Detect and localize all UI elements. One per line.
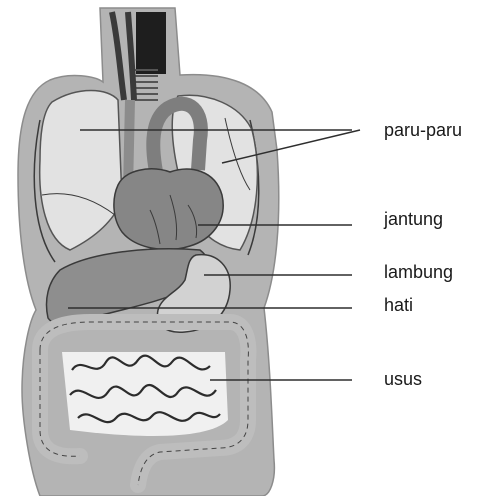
trachea-dark: [136, 12, 166, 74]
label-liver: hati: [384, 296, 413, 314]
label-lungs: paru-paru: [384, 121, 462, 139]
heart: [114, 169, 223, 250]
label-stomach: lambung: [384, 263, 453, 281]
label-heart: jantung: [384, 210, 443, 228]
label-intestine: usus: [384, 370, 422, 388]
